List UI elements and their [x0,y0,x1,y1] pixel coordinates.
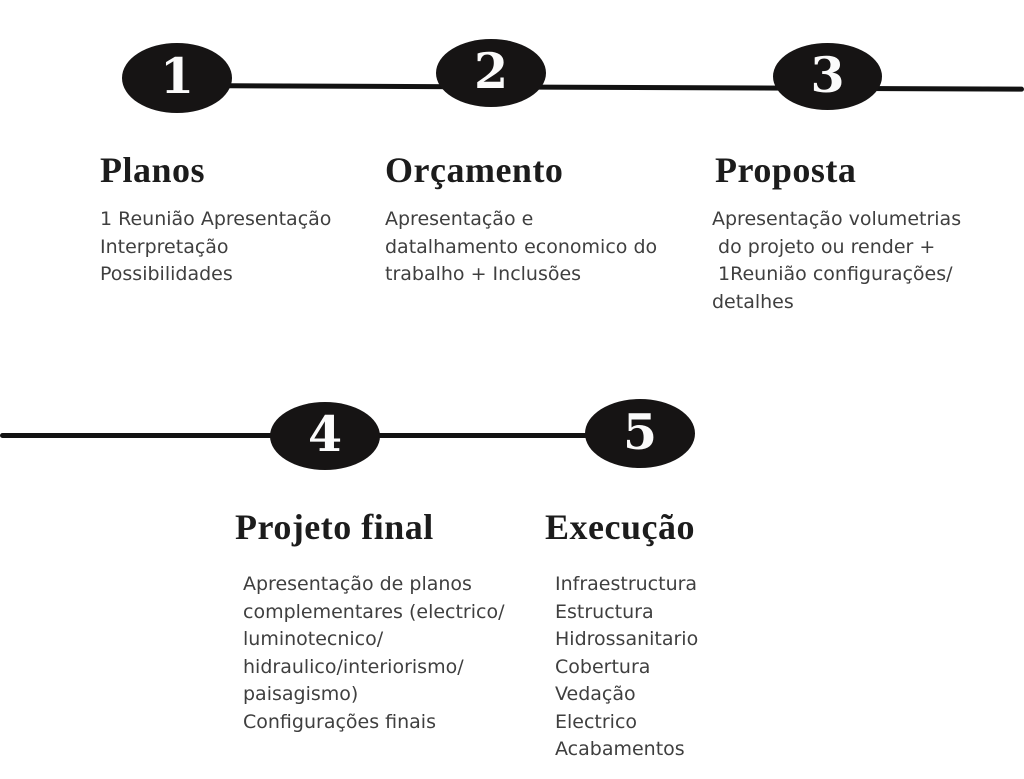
step-1-number: 1 [159,47,195,105]
step-5-description: Infraestructura Estructura Hidrossanitar… [555,573,699,761]
step-3-title: Proposta [715,150,857,190]
step-1-block: Planos 1 Reunião Apresentação Interpreta… [100,150,390,289]
step-2-marker: 2 [436,39,546,107]
step-2-title: Orçamento [385,150,564,190]
step-4-number: 4 [307,405,343,463]
step-3-marker: 3 [773,43,882,110]
step-3-number: 3 [810,45,845,104]
step-5-marker: 5 [585,399,695,468]
step-1-title: Planos [100,150,206,190]
step-3-description: Apresentação volumetrias do projeto ou r… [712,208,962,313]
timeline-line-top [176,83,1024,92]
step-2-description: Apresentação e datalhamento economico do… [385,208,658,286]
step-4-description: Apresentação de planos complementares (e… [243,573,505,733]
step-5-title: Execução [545,507,695,547]
step-4-block: Projeto final Apresentação de planos com… [235,507,535,736]
step-5-number: 5 [622,402,658,461]
step-1-marker: 1 [122,43,232,113]
step-1-description: 1 Reunião Apresentação Interpretação Pos… [100,208,332,286]
step-5-block: Execução Infraestructura Estructura Hidr… [545,507,795,764]
step-2-block: Orçamento Apresentação e datalhamento ec… [385,150,685,289]
step-4-title: Projeto final [235,507,434,547]
step-3-block: Proposta Apresentação volumetrias do pro… [712,150,1002,316]
step-4-marker: 4 [270,402,380,470]
step-2-number: 2 [473,42,509,100]
